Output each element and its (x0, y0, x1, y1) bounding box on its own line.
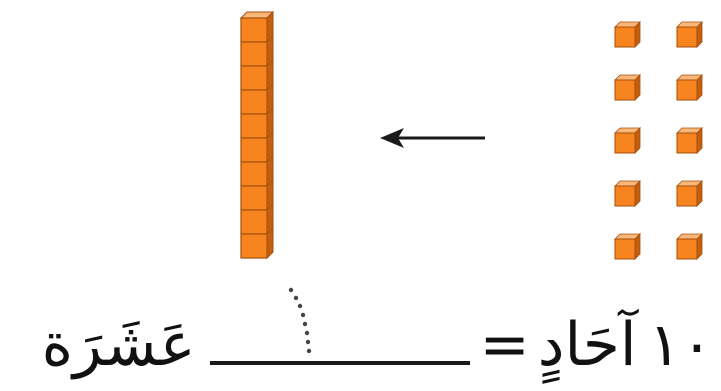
rod-cube (240, 41, 268, 67)
tens-label: عَشَرَة (41, 310, 196, 380)
ones-label: آحَادٍ (537, 310, 637, 380)
unit-cube (614, 21, 641, 48)
guide-dot (293, 295, 299, 301)
guide-dot (305, 339, 311, 345)
loose-unit-cubes (614, 21, 703, 260)
ones-count: ١٠ (648, 310, 713, 380)
left-arrow-icon (380, 128, 485, 148)
rod-cube (240, 17, 268, 43)
unit-cube (614, 74, 641, 101)
unit-cube (614, 233, 641, 260)
guide-dot (297, 303, 303, 309)
unit-cube (676, 233, 703, 260)
unit-cube (676, 21, 703, 48)
unit-cube (676, 74, 703, 101)
guide-dot (304, 330, 310, 336)
equation-row: ١٠ آحَادٍ = عَشَرَة (0, 285, 721, 375)
rod-cube (240, 209, 268, 235)
rod-cube (240, 65, 268, 91)
guide-dot (300, 312, 306, 318)
ten-rod-block (239, 10, 275, 260)
guide-dot (306, 348, 312, 354)
rod-cube (240, 113, 268, 139)
rod-cube (240, 161, 268, 187)
rod-cube (240, 233, 268, 259)
dotted-guide-arc (288, 287, 312, 354)
unit-cube (676, 127, 703, 154)
rod-cube (240, 89, 268, 115)
guide-dot (302, 321, 308, 327)
rod-cube-side (266, 226, 274, 260)
rod-cube (240, 185, 268, 211)
guide-dot (288, 287, 294, 293)
unit-cube (676, 180, 703, 207)
equals-sign: = (479, 310, 530, 380)
unit-cube (614, 127, 641, 154)
unit-cube (614, 180, 641, 207)
answer-blank[interactable] (209, 351, 470, 365)
rod-cube (240, 137, 268, 163)
